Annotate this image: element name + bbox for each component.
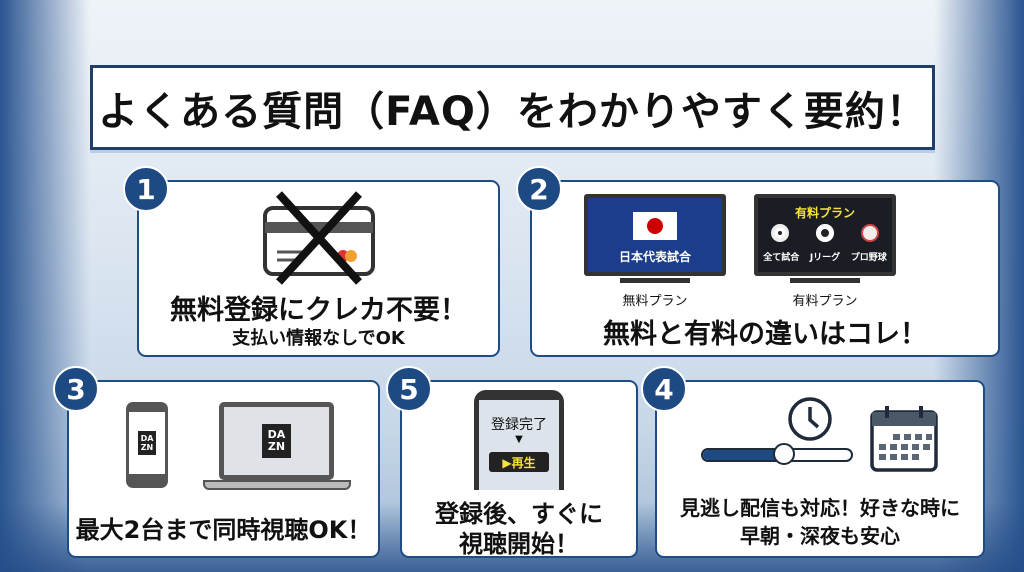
card-headline: 視聴開始！: [459, 530, 579, 558]
card-headline: 見逃し配信も対応！好きな時に: [680, 496, 960, 520]
free-plan-label: 無料プラン: [622, 294, 688, 309]
number-badge: 1: [123, 166, 169, 212]
card-headline: 無料登録にクレカ不要！: [170, 295, 467, 326]
paid-plan-tv: 有料プラン 全て試合 Jリーグ プロ野球: [754, 194, 896, 276]
faq-card-5: 5 登録完了 ▼ ▶再生 登録後、すぐに 視聴開始！: [386, 366, 638, 558]
card-headline: 最大2台まで同時視聴OK！: [75, 516, 372, 544]
number-badge: 3: [53, 366, 99, 412]
number-badge: 2: [516, 166, 562, 212]
card-headline: 無料と有料の違いはコレ！: [603, 319, 927, 350]
baseball-icon: [860, 224, 879, 242]
card-headline: 早朝・深夜も安心: [740, 524, 900, 548]
title-banner: よくある質問（FAQ）をわかりやすく要約！: [90, 65, 935, 150]
tv-stand: [620, 278, 690, 283]
smartphone-icon: 登録完了 ▼ ▶再生: [474, 390, 564, 490]
paid-plan-label: 有料プラン: [792, 294, 858, 309]
arrow-down-icon: ▼: [515, 434, 523, 445]
calendar-icon: [870, 406, 938, 472]
no-credit-card-icon: [263, 191, 375, 285]
flower-ball-icon: [815, 224, 834, 242]
free-tv-text: 日本代表試合: [618, 250, 691, 264]
free-plan-tv: 日本代表試合: [584, 194, 726, 276]
laptop-base: [203, 480, 351, 490]
playback-slider[interactable]: [701, 443, 853, 465]
faq-card-1: 1 無料登録にクレカ不要！ 支払い情報なしでOK: [123, 166, 500, 357]
screen-text: 登録完了: [491, 417, 547, 433]
card-subtext: 支払い情報なしでOK: [232, 328, 405, 349]
faq-card-4: 4 見逃し配信も対応！好きな時に 早朝・深夜も安心: [641, 366, 985, 558]
paid-tv-title: 有料プラン: [794, 206, 855, 220]
play-button[interactable]: ▶再生: [489, 452, 549, 472]
page-title: よくある質問（FAQ）をわかりやすく要約！: [98, 88, 927, 135]
slider-handle[interactable]: [773, 443, 796, 465]
card-headline: 登録後、すぐに: [435, 500, 603, 528]
paid-item: 全て試合: [763, 253, 800, 263]
paid-item: プロ野球: [850, 253, 887, 263]
soccer-ball-icon: [771, 224, 790, 242]
clock-icon: [788, 397, 832, 441]
tv-stand: [790, 278, 860, 283]
number-badge: 4: [641, 366, 687, 412]
faq-card-2: 2 日本代表試合 無料プラン 有料プラン 全て試合 Jリーグ プロ野球 有料プラ…: [516, 166, 1000, 357]
japan-flag-icon: [633, 212, 677, 240]
paid-item: Jリーグ: [809, 253, 841, 263]
number-badge: 5: [386, 366, 432, 412]
